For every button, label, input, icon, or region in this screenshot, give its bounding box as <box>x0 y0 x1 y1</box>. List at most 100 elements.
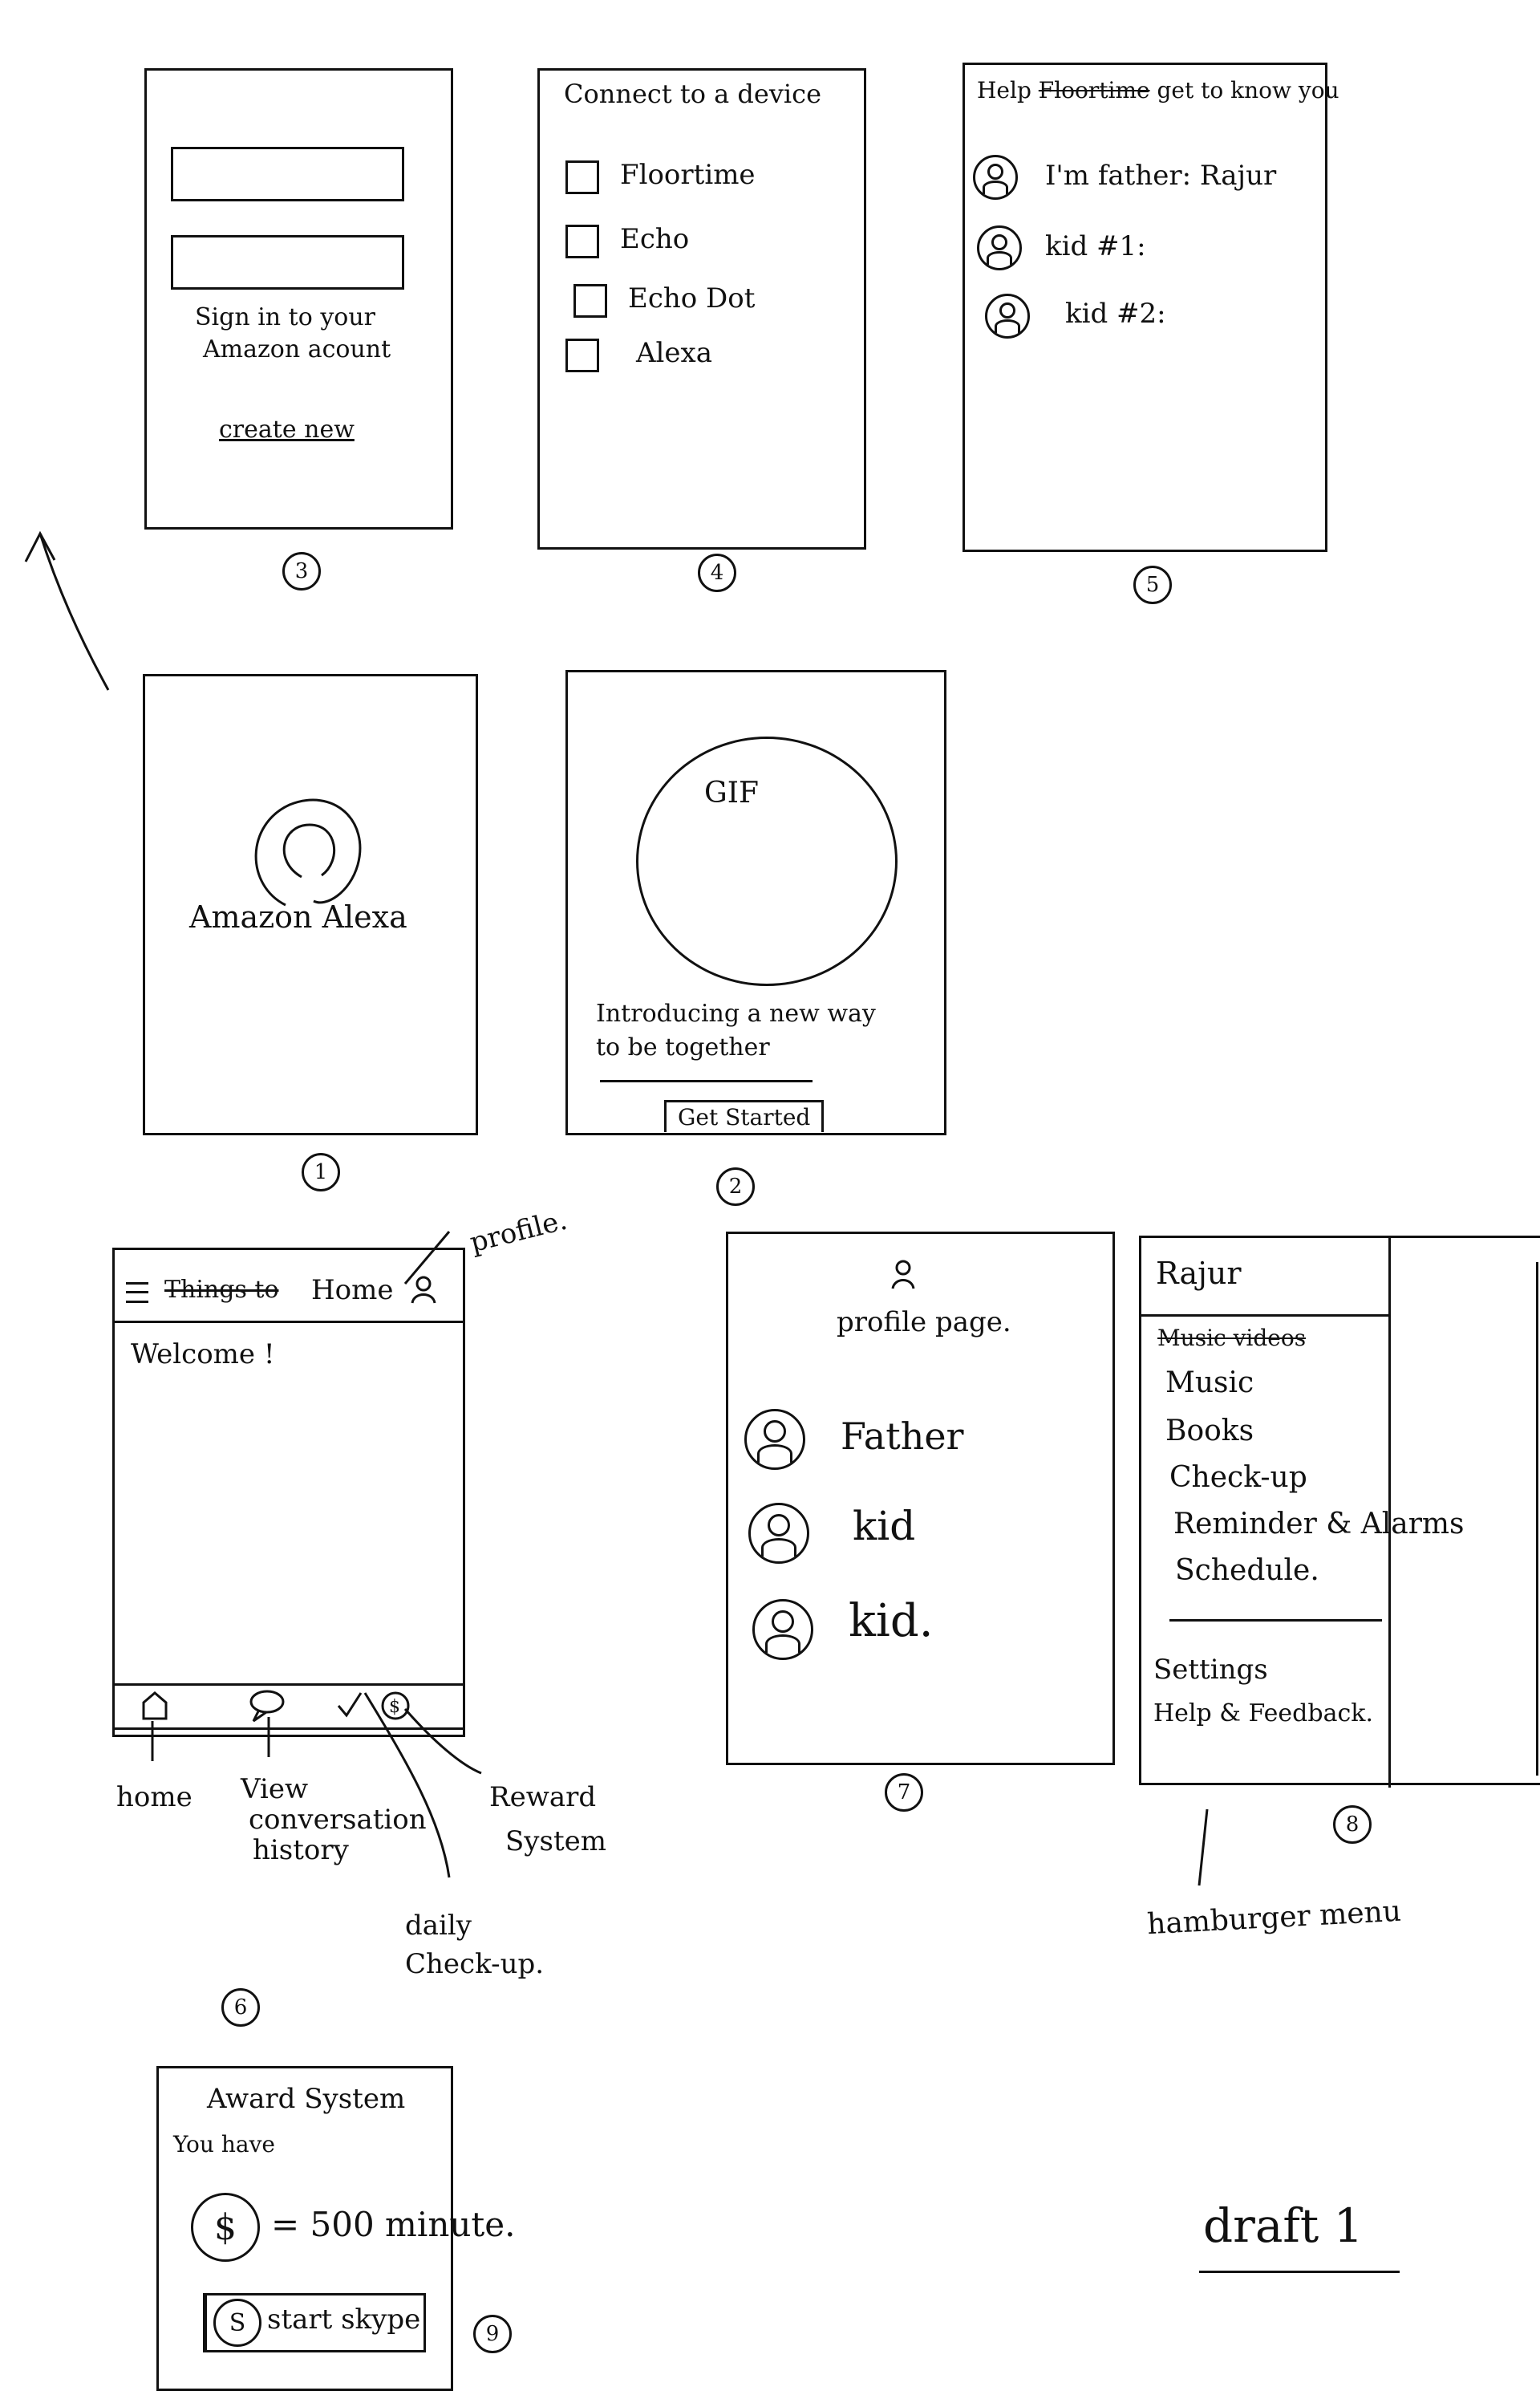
screen-9-number: 9 <box>473 2315 512 2353</box>
skype-icon: S <box>213 2299 261 2347</box>
daily-annotation-line1: daily <box>405 1910 472 1942</box>
bottom-bar-underline <box>115 1727 463 1730</box>
daily-annotation-line2: Check-up. <box>405 1948 545 1980</box>
bottom-bar-divider <box>115 1683 463 1686</box>
kid-profile-label[interactable]: kid <box>853 1503 916 1549</box>
know-you-title-struck: Floortime <box>1038 77 1150 104</box>
history-annotation-line2: conversation <box>249 1804 427 1836</box>
screen-6-home: Things to Home Welcome ! $ <box>112 1248 465 1737</box>
screen-7-number: 7 <box>885 1773 923 1812</box>
menu-item-music[interactable]: Music <box>1165 1366 1254 1399</box>
screen-4-connect-device: Connect to a device Floortime Echo Echo … <box>537 68 866 550</box>
screen-2-number: 2 <box>716 1167 755 1206</box>
start-skype-button[interactable]: S start skype <box>203 2293 426 2352</box>
menu-footer-divider <box>1169 1619 1382 1622</box>
menu-panel-edge <box>1388 1238 1391 1788</box>
know-you-title: Help Floortime get to know you <box>977 77 1339 104</box>
username-field[interactable] <box>171 147 404 201</box>
screen-6-number: 6 <box>221 1988 260 2027</box>
menu-item-reminders[interactable]: Reminder & Alarms <box>1173 1508 1465 1540</box>
start-skype-label: start skype <box>267 2304 421 2336</box>
amazon-alexa-label: Amazon Alexa <box>189 899 407 935</box>
kid2-entry[interactable]: kid #2: <box>1065 298 1166 330</box>
history-annotation-line3: history <box>253 1834 349 1866</box>
screen-5-know-you: Help Floortime get to know you I'm fathe… <box>962 63 1339 552</box>
menu-item-check-up[interactable]: Check-up <box>1169 1461 1307 1494</box>
checkbox-floortime[interactable] <box>565 160 599 194</box>
screen-3-number: 3 <box>282 552 321 591</box>
father-profile-label[interactable]: Father <box>841 1415 964 1458</box>
screen-7-profile: profile page. Father kid kid. <box>726 1232 1115 1765</box>
kid2-profile-label[interactable]: kid. <box>849 1595 934 1647</box>
know-you-title-after: get to know you <box>1157 77 1339 104</box>
home-annotation: home <box>116 1781 192 1813</box>
father-entry[interactable]: I'm father: Rajur <box>1045 160 1277 192</box>
option-echo-dot: Echo Dot <box>628 282 756 315</box>
create-new-link[interactable]: create new <box>219 416 355 444</box>
get-started-button[interactable]: Get Started <box>664 1100 825 1132</box>
checkbox-echo-dot[interactable] <box>573 284 607 318</box>
kid2-profile-avatar-icon[interactable] <box>752 1599 813 1660</box>
screen-1-number: 1 <box>302 1153 340 1191</box>
screen-9-award-system: Award System You have $ = 500 minute. S … <box>156 2066 516 2391</box>
app-frame-right-edge <box>1536 1262 1538 1776</box>
screen-4-number: 4 <box>698 554 736 592</box>
connect-title: Connect to a device <box>564 79 821 109</box>
sign-in-prompt-line1: Sign in to your <box>195 303 375 331</box>
option-alexa: Alexa <box>636 337 712 369</box>
menu-item-books[interactable]: Books <box>1165 1415 1254 1447</box>
screen-3-sign-in: Sign in to your Amazon acount create new <box>144 68 453 530</box>
father-profile-avatar-icon[interactable] <box>744 1409 805 1470</box>
home-icon[interactable] <box>139 1690 171 1722</box>
password-field[interactable] <box>171 235 404 290</box>
menu-item-settings[interactable]: Settings <box>1153 1654 1268 1686</box>
reward-annotation-line1: Reward <box>489 1781 597 1813</box>
menu-user-name: Rajur <box>1156 1256 1242 1291</box>
reward-system-icon[interactable]: $ <box>379 1690 411 1722</box>
screen-5-number: 5 <box>1133 566 1172 604</box>
checkbox-echo[interactable] <box>565 225 599 258</box>
draft-label: draft 1 <box>1203 2198 1364 2253</box>
screen-1-splash: Amazon Alexa <box>143 674 478 1135</box>
tagline-divider <box>600 1080 813 1082</box>
award-equation: = 500 minute. <box>271 2205 516 2244</box>
coin-icon: $ <box>191 2193 260 2262</box>
conversation-history-icon[interactable] <box>247 1687 287 1723</box>
screen-8-number: 8 <box>1333 1805 1372 1844</box>
option-floortime: Floortime <box>620 159 756 191</box>
svg-text:$: $ <box>389 1697 400 1717</box>
screen-2-intro: GIF Introducing a new way to be together… <box>565 670 946 1135</box>
reward-annotation-line2: System <box>505 1825 606 1857</box>
daily-check-up-icon[interactable] <box>335 1691 364 1720</box>
profile-icon[interactable] <box>407 1274 440 1306</box>
you-have-text: You have <box>173 2131 275 2157</box>
option-echo: Echo <box>620 223 690 255</box>
gif-label: GIF <box>704 777 759 810</box>
gif-circle <box>636 737 898 986</box>
kid-profile-avatar-icon[interactable] <box>748 1503 809 1564</box>
screen-8-hamburger-menu: Rajur Music videos Music Books Check-up … <box>1139 1236 1540 1788</box>
draft-underline <box>1199 2271 1400 2273</box>
kid2-avatar-icon[interactable] <box>985 294 1030 339</box>
tagline-line1: Introducing a new way <box>596 1000 876 1028</box>
profile-page-icon <box>891 1260 915 1289</box>
father-avatar-icon[interactable] <box>973 155 1018 200</box>
kid1-avatar-icon[interactable] <box>977 225 1022 270</box>
menu-item-help-feedback[interactable]: Help & Feedback. <box>1153 1699 1373 1727</box>
kid1-entry[interactable]: kid #1: <box>1045 230 1146 262</box>
menu-struck-item: Music videos <box>1157 1325 1307 1351</box>
top-bar <box>115 1250 463 1323</box>
menu-header-divider <box>1141 1314 1390 1317</box>
home-title: Home <box>311 1274 394 1306</box>
know-you-title-before: Help <box>977 77 1031 104</box>
alexa-ring-icon <box>254 798 362 907</box>
menu-item-schedule[interactable]: Schedule. <box>1175 1554 1319 1587</box>
history-annotation-line1: View <box>241 1773 309 1805</box>
home-title-struck: Things to <box>164 1276 279 1304</box>
hamburger-menu-icon[interactable] <box>126 1282 148 1303</box>
checkbox-alexa[interactable] <box>565 339 599 372</box>
tagline-line2: to be together <box>596 1033 770 1061</box>
profile-page-title: profile page. <box>837 1306 1011 1338</box>
